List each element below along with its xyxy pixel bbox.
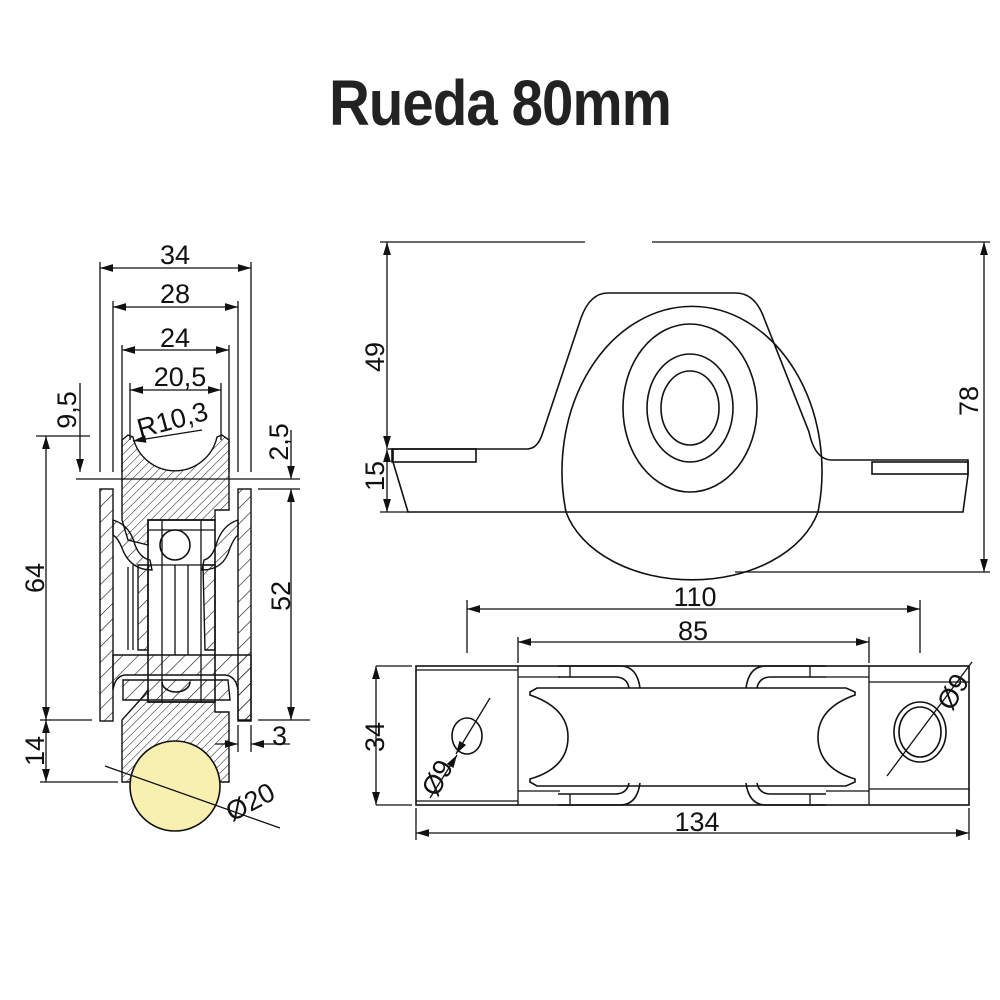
section-view: 34 28 24 20,5 R10,3 Ø20 bbox=[20, 240, 310, 832]
dim-overall-height: 64 bbox=[20, 563, 50, 593]
dim-base-height: 15 bbox=[360, 461, 390, 491]
dim-overall-width: 34 bbox=[160, 240, 190, 270]
dim-side-gap: 3 bbox=[272, 721, 287, 751]
dim-wheel-width: 24 bbox=[160, 323, 190, 353]
top-view: 110 85 Ø9 bbox=[360, 582, 975, 840]
dim-total-length: 134 bbox=[674, 807, 719, 837]
dim-bracket-height: 52 bbox=[266, 581, 296, 611]
dim-total-height: 78 bbox=[954, 386, 984, 416]
dim-bracket-inner-width: 28 bbox=[160, 279, 190, 309]
dim-hole-spacing: 110 bbox=[673, 582, 716, 612]
side-view: 49 15 78 bbox=[360, 241, 990, 581]
dim-upper-height: 49 bbox=[360, 342, 390, 372]
dim-rail-diameter: Ø20 bbox=[221, 777, 280, 827]
page-title: Rueda 80mm bbox=[329, 67, 672, 139]
dim-groove-radius: R10,3 bbox=[134, 396, 211, 444]
dim-groove-depth: 9,5 bbox=[52, 391, 82, 429]
dim-width: 34 bbox=[360, 722, 390, 752]
dim-top-offset: 2,5 bbox=[264, 423, 294, 461]
dim-wheel-protrusion: 14 bbox=[20, 736, 50, 766]
dim-bracket-length: 85 bbox=[678, 616, 708, 646]
rail-circle bbox=[129, 740, 221, 832]
dim-groove-width: 20,5 bbox=[154, 362, 207, 392]
